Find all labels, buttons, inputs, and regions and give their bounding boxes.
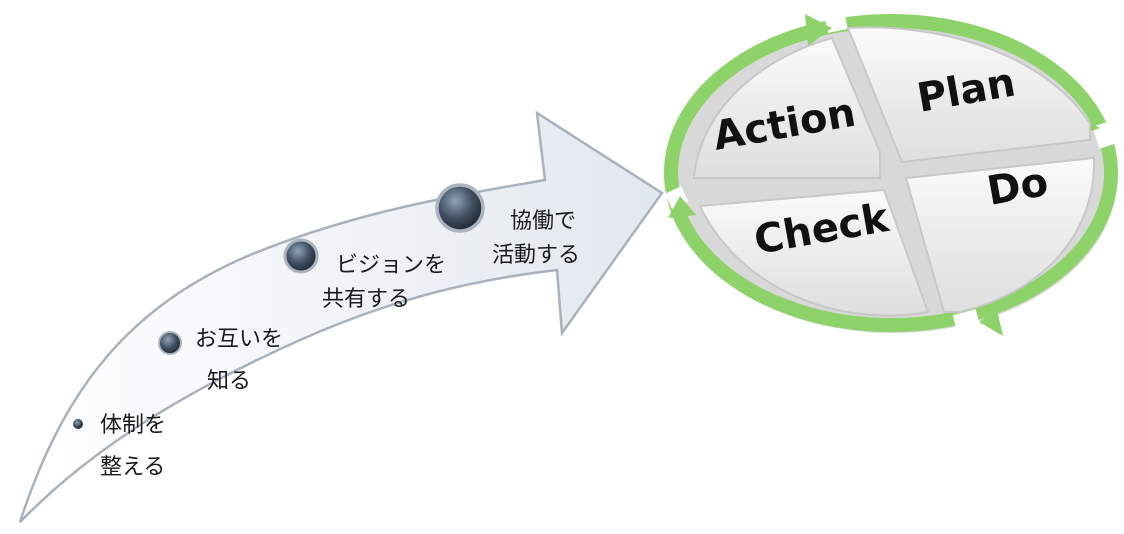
step-3-bullet [283,238,319,274]
step-2-bullet [158,331,182,355]
arrow-body [18,110,664,523]
step-1-line2: 整える [100,455,165,480]
cycle-ring [664,14,1118,332]
cycle-arrowhead-left [668,196,696,218]
progress-arrow [18,110,664,523]
step-4-line1: 協働で [510,209,576,234]
step-2-line2: 知る [207,369,251,394]
step-3: ビジョンを 共有する [283,238,446,312]
quadrant-plan [846,26,1091,164]
pdca-cycle: Plan Do Check Action [664,11,1118,336]
label-do: Do [984,159,1052,215]
ring-gap-top [824,11,848,33]
step-3-line2: 共有する [322,287,410,312]
quadrant-check [698,188,930,317]
step-3-line1: ビジョンを [336,253,446,278]
step-2-line1: お互いを [195,327,283,352]
step-4-bullet [435,183,485,233]
cycle-arrowhead-top [805,14,832,46]
step-4: 協働で 活動する [435,183,580,268]
step-1-bullet [73,419,83,429]
step-1-line1: 体制を [100,413,166,438]
ring-gap-right [1092,121,1117,149]
step-2: お互いを 知る [158,327,283,394]
step-4-line2: 活動する [492,243,580,268]
ring-gap-bottom [952,309,981,333]
step-1: 体制を 整える [73,413,166,480]
quadrant-action [692,36,881,179]
cycle-arrowhead-bottom [979,310,1003,336]
quadrant-do [904,156,1096,313]
